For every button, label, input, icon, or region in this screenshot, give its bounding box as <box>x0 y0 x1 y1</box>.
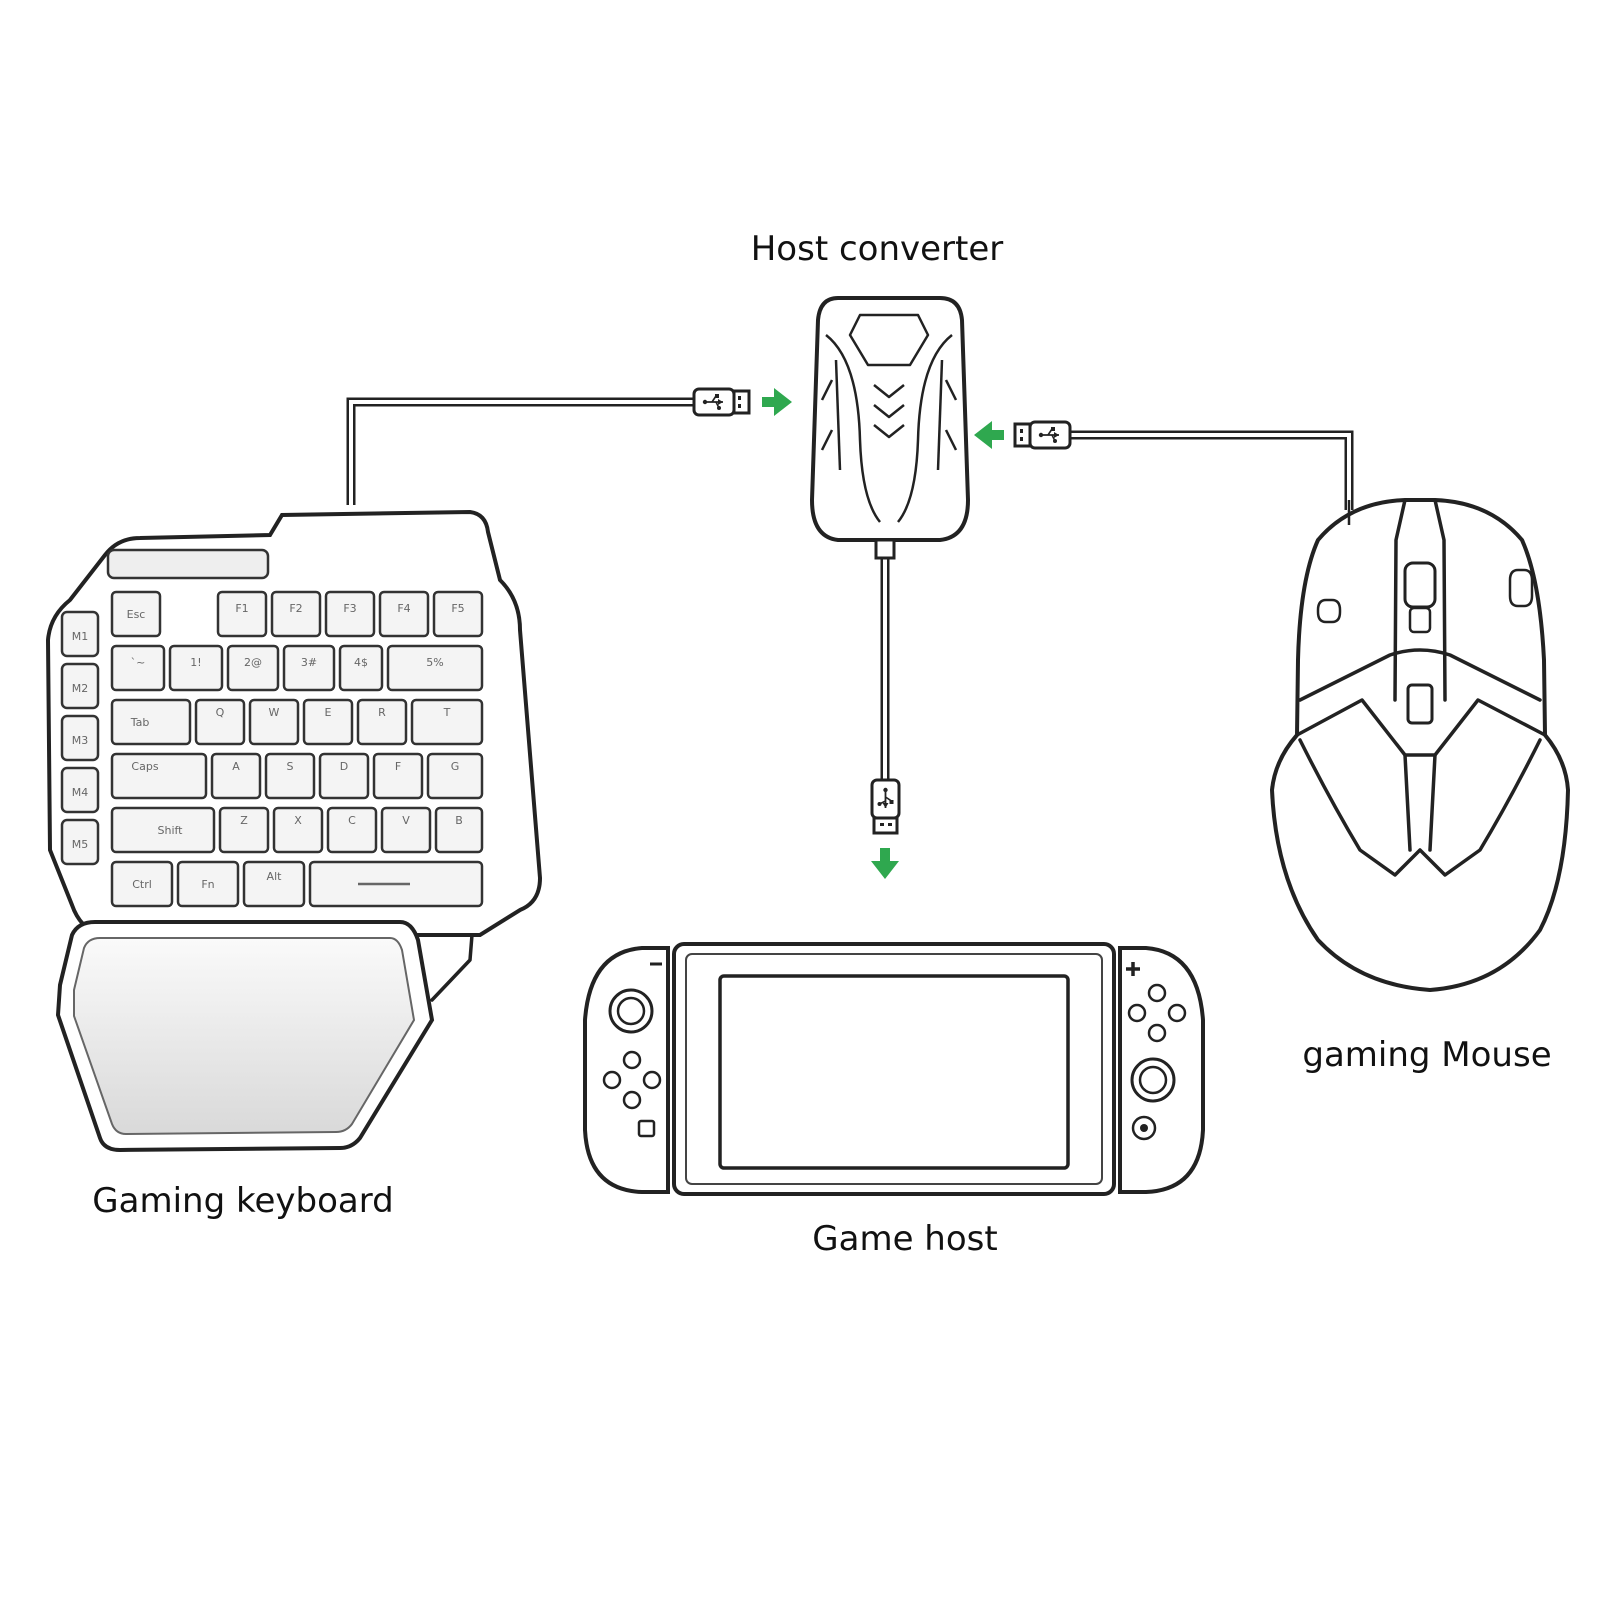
capture-button <box>637 1119 656 1138</box>
key-label: V <box>402 814 410 827</box>
key-label: F3 <box>343 602 356 615</box>
key-row-4: Caps A S D F G <box>110 752 484 800</box>
key-row-3: Tab Q W E R T <box>110 698 484 746</box>
key-label: A <box>232 760 240 773</box>
side-macro-keys: M1 M2 M3 M4 M5 <box>60 610 100 866</box>
game-console-label: Game host <box>812 1219 997 1259</box>
gaming-keyboard-label: Gaming keyboard <box>92 1181 393 1221</box>
key-label: Fn <box>201 878 214 891</box>
key-label: B <box>455 814 463 827</box>
side-key-label: M3 <box>72 734 89 747</box>
host-converter <box>809 296 971 560</box>
key-row-6: Ctrl Fn Alt <box>110 860 484 908</box>
plus-icon <box>1126 962 1140 976</box>
key-label: F4 <box>397 602 410 615</box>
key-label: X <box>294 814 302 827</box>
key-label: 1! <box>190 656 201 669</box>
side-key-label: M5 <box>72 838 89 851</box>
key-label: F1 <box>235 602 248 615</box>
action-buttons <box>1127 983 1187 1043</box>
key-label: F2 <box>289 602 302 615</box>
host-converter-label: Host converter <box>751 229 1004 269</box>
scroll-wheel <box>1403 561 1437 609</box>
key-label: Shift <box>157 824 183 837</box>
key-row-2: `~ 1! 2@ 3# 4$ 5% <box>110 644 484 692</box>
key-row-1: Esc F1 F2 F3 F4 F5 <box>110 590 484 638</box>
key-label: W <box>269 706 280 719</box>
gaming-keyboard: M1 M2 M3 M4 M5 Esc F1 F2 F3 F4 F5 `~ 1! <box>45 509 543 1153</box>
key-label: Ctrl <box>132 878 152 891</box>
key-label: Esc <box>127 608 146 621</box>
key-label: T <box>443 706 451 719</box>
keyboard-cable <box>346 397 694 505</box>
gaming-mouse <box>1269 498 1571 993</box>
key-label: F5 <box>451 602 464 615</box>
key-label: Tab <box>130 716 150 729</box>
directional-buttons <box>602 1050 662 1110</box>
mouse-cable <box>1070 430 1354 510</box>
key-label: 2@ <box>244 656 262 669</box>
dpi-button <box>1406 683 1434 725</box>
game-console <box>583 942 1205 1196</box>
key-label: `~ <box>131 656 146 669</box>
console-usb-plug <box>870 778 901 835</box>
key-label: R <box>378 706 386 719</box>
palm-rest <box>55 920 474 1153</box>
side-key-label: M1 <box>72 630 89 643</box>
key-label: E <box>325 706 332 719</box>
key-label: 5% <box>426 656 443 669</box>
key-label: 3# <box>301 656 317 669</box>
console-screen <box>718 974 1070 1170</box>
arrow-right-icon <box>762 388 792 416</box>
key-label: Q <box>216 706 225 719</box>
key-label: C <box>348 814 356 827</box>
arrow-down-icon <box>871 848 899 879</box>
key-label: S <box>287 760 294 773</box>
side-key-label: M4 <box>72 786 89 799</box>
key-label: D <box>340 760 348 773</box>
key-label: G <box>451 760 460 773</box>
key-label: 4$ <box>354 656 368 669</box>
key-label: Caps <box>131 760 158 773</box>
key-label: F <box>395 760 401 773</box>
key-row-5: Shift Z X C V B <box>110 806 484 854</box>
side-key-label: M2 <box>72 682 89 695</box>
keyboard-usb-plug <box>692 387 751 417</box>
mouse-usb-plug <box>1013 420 1072 450</box>
key-label: Z <box>240 814 248 827</box>
gaming-mouse-label: gaming Mouse <box>1302 1035 1551 1075</box>
key-label: Alt <box>267 870 283 883</box>
arrow-left-icon <box>974 421 1004 449</box>
